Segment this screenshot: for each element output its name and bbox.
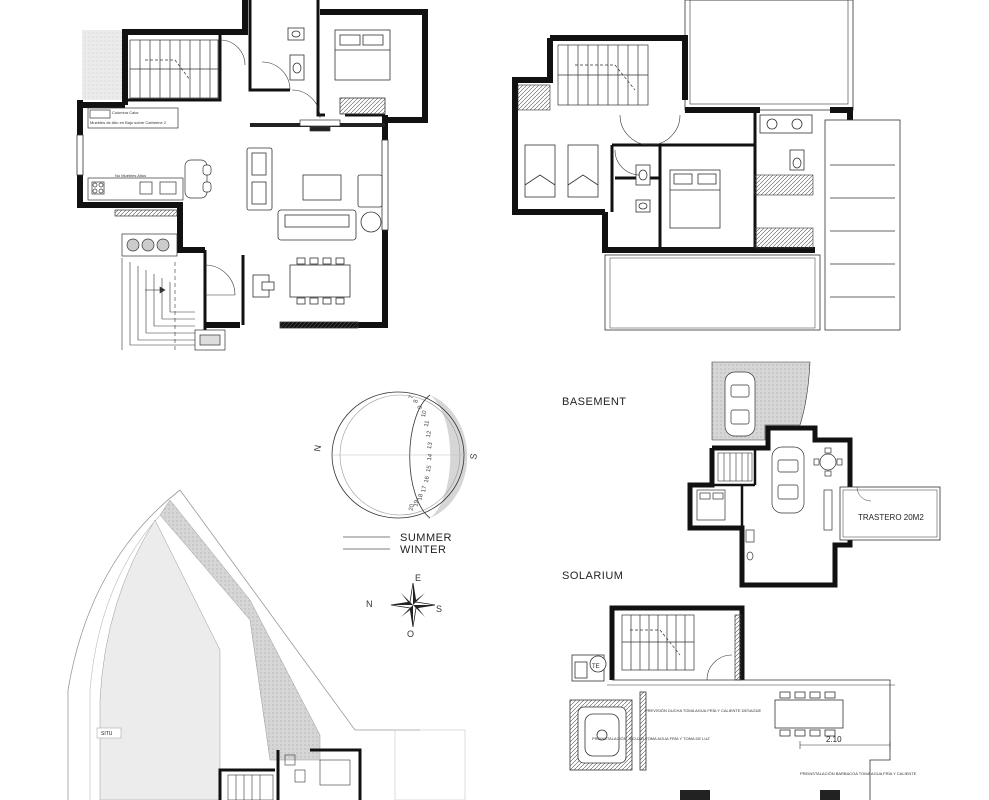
sun-hour-label: 13 [427,441,434,449]
situ-label: SITU [101,731,113,737]
compass-right-label: S [436,604,442,614]
shower-note: PREVISIÓN DUCHA TOMA AGUA FRÍA Y CALIENT… [645,708,762,713]
sun-hour-label: 18 [417,493,424,501]
sun-hour-label: 15 [426,464,433,472]
winter-legend: WINTER [400,544,446,556]
sun-hour-label: 14 [427,453,434,461]
kitchen-note: Muebles de Alto en Bajo sobre Catherine … [90,120,167,125]
summer-legend: SUMMER [400,532,452,544]
sun-hour-label: 7 [409,394,416,399]
jacuzzi-note: PREINSTALACIÓN JACUZZI TOMA AGUA FRÍA Y … [592,736,710,741]
first-floor-plan [512,0,901,331]
compass-bottom-label: O [407,629,414,639]
kitchen-note-low: No Muebles Altos [115,173,146,178]
sun-hour-label: 10 [421,409,428,417]
compass-top-label: E [415,573,421,583]
sun-hour-label: 9 [417,405,424,410]
grill-note: PREINSTALACIÓN BARBACOA TOMA AGUA FRÍA Y… [800,771,917,776]
dimension-label: 2.10 [826,735,842,744]
compass-left-label: N [366,599,373,609]
solarium-label: SOLARIUM [562,570,623,582]
trastero-label: TRASTERO 20M2 [858,513,924,522]
sun-hour-label: 19 [413,499,420,507]
sun-hour-label: 12 [426,430,433,438]
te-label: TE [592,664,600,670]
sun-east-label: S [468,453,479,461]
sun-west-label: N [312,444,323,452]
compass-rose: E N S O [366,573,442,639]
ground-floor-plan: Muebles de Alto en Bajo sobre Catherine … [76,0,428,351]
sun-hour-label: 16 [424,475,431,483]
sun-hour-label: 8 [413,398,420,403]
sun-hour-label: 11 [424,420,431,428]
basement-label: BASEMENT [562,396,627,408]
solarium-plan: TE PREVISIÓN DUCHA TOMA AGUA FRÍA Y CALI… [569,605,917,800]
sun-hour-label: 20 [409,503,416,511]
sun-hour-label: 17 [421,485,428,493]
appliance-label: Columna Calor [112,110,139,115]
site-plan: SITU [67,489,466,800]
basement-plan: TRASTERO 20M2 [687,361,941,588]
